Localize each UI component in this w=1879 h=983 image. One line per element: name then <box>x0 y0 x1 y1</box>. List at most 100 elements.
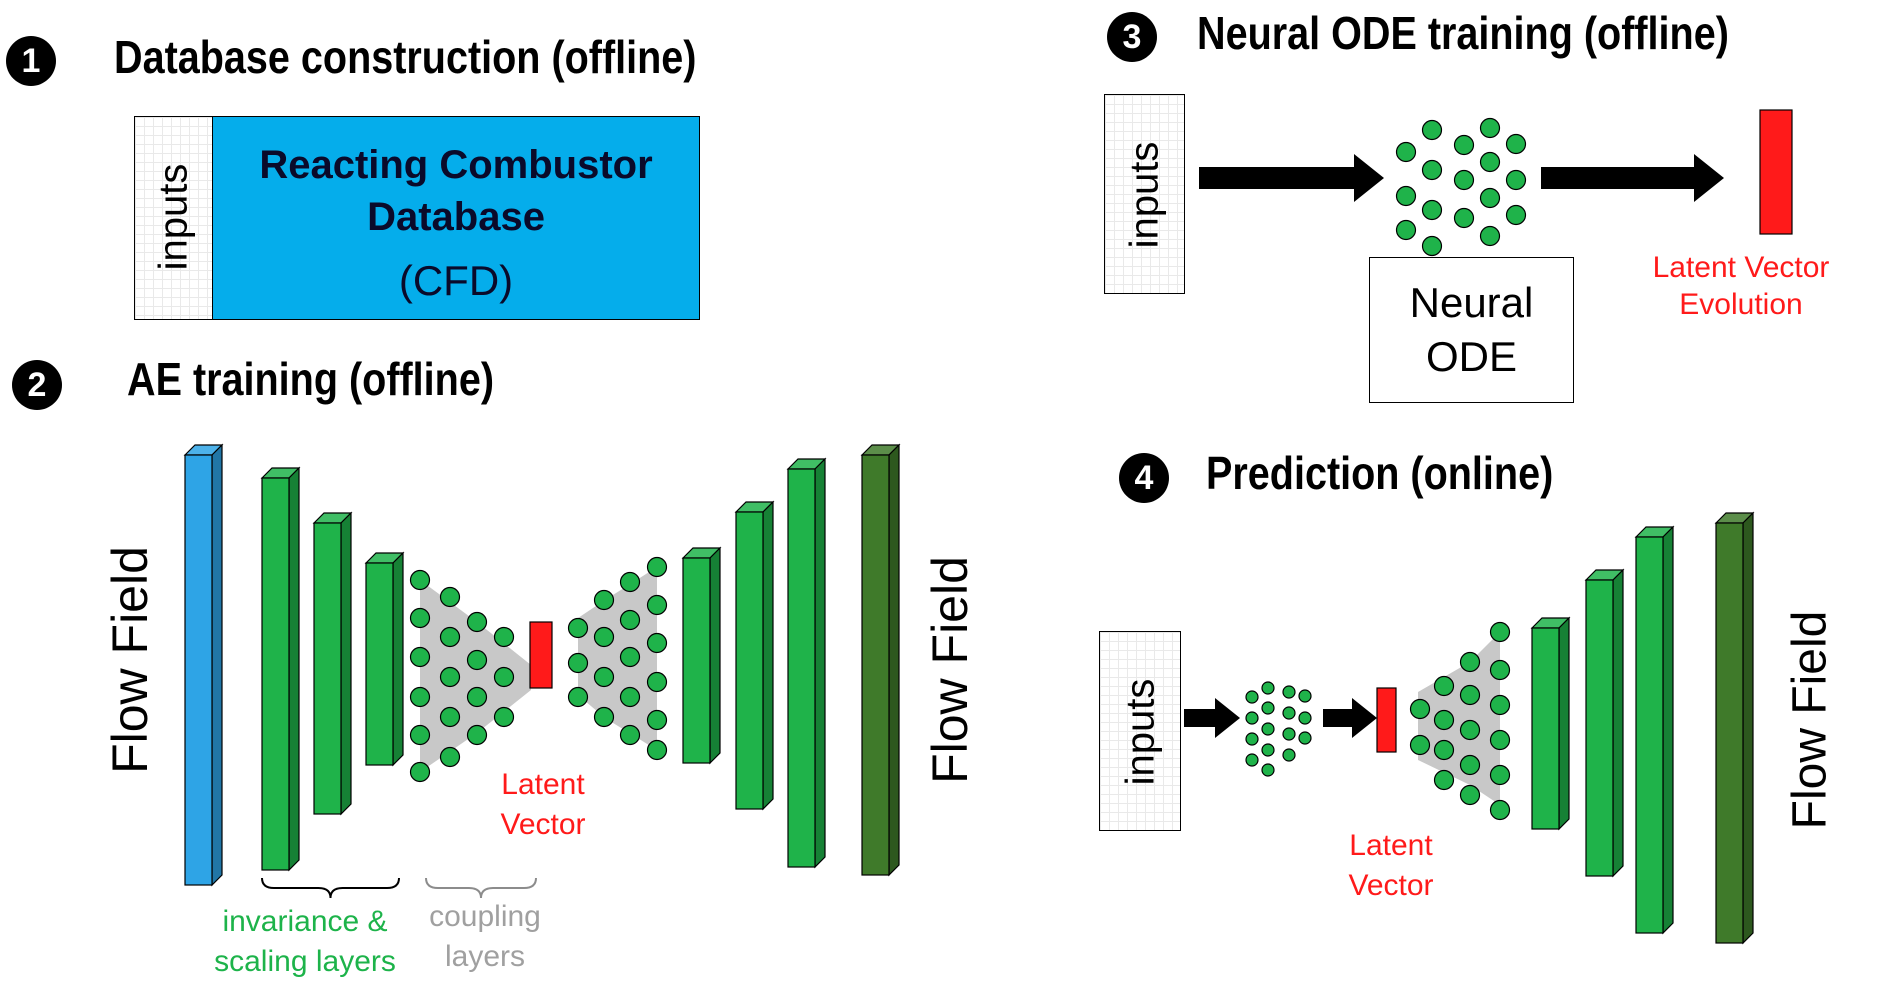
step-4-decoder-layer-1 <box>1531 627 1560 830</box>
step-4-neural-ode-node-3-2 <box>1298 731 1312 745</box>
step-4-neural-ode-node-1-3 <box>1261 743 1275 757</box>
step-3-neural-ode-node-1-2 <box>1421 199 1443 221</box>
step-2-decoder-layer-2-side-face <box>762 500 774 811</box>
step-2-decoder-layer-1-side-face <box>709 546 721 765</box>
step-2-encoder-node-2-1 <box>466 649 488 671</box>
step-4-neural-ode-node-1-1 <box>1261 701 1275 715</box>
step-4-decoder-layer-3-side-face <box>1662 525 1674 935</box>
step-2-decoder-node-3-5 <box>646 739 668 761</box>
step-2-decoder-node-0-0 <box>567 617 589 639</box>
step-4-neural-ode-node-0-2 <box>1245 732 1259 746</box>
step-2-encoder-node-2-0 <box>466 611 488 633</box>
step-2-decoder-node-2-1 <box>619 609 641 631</box>
step-4-decoder-node-2-0 <box>1459 651 1481 673</box>
step-2-encoder-node-3-2 <box>493 706 515 728</box>
invariance-scaling-brace <box>261 877 400 899</box>
step-2-encoder-layer-1 <box>261 477 290 871</box>
step-2-decoder-node-3-0 <box>646 556 668 578</box>
step-4-latent-line-1: Latent <box>1349 829 1433 862</box>
database-sub: (CFD) <box>398 257 514 304</box>
step-4-decoder-node-1-0 <box>1433 675 1455 697</box>
step-4-latent-vector <box>1376 687 1397 753</box>
step-4-neural-ode-node-1-4 <box>1261 763 1275 777</box>
step-2-decoder-node-3-3 <box>646 671 668 693</box>
step-2-encoder-node-1-0 <box>439 586 461 608</box>
step-2-flow-field-output-layer <box>861 454 890 876</box>
step-4-input-arrow-head <box>1215 698 1240 738</box>
step-2-decoder-layer-3-side-face <box>814 457 826 869</box>
step-3-neural-ode-node-2-0 <box>1453 134 1475 156</box>
step-4-decoder-node-2-3 <box>1459 754 1481 776</box>
step-2-encoder-node-1-1 <box>439 626 461 648</box>
step-4-decoder-node-3-0 <box>1489 621 1511 643</box>
step-2-latent-line-2: Vector <box>500 808 586 841</box>
step-4-decoder-node-2-4 <box>1459 784 1481 806</box>
step-2-encoder-node-1-4 <box>439 746 461 768</box>
step-4-decoder-layer-1-side-face <box>1558 616 1570 831</box>
step-2-flow-field-output-layer-side-face <box>888 443 900 877</box>
step-4-decoder-node-1-2 <box>1433 739 1455 761</box>
step-2-decoder-node-2-4 <box>619 724 641 746</box>
reacting-combustor-database-box: Reacting Combustor Database (CFD) <box>212 116 700 320</box>
step-2-encoder-layer-2-side-face <box>340 511 352 816</box>
step-2-decoder-layer-2 <box>735 511 764 810</box>
step-4-decoder-node-3-3 <box>1489 729 1511 751</box>
step-4-decoder-node-3-1 <box>1489 659 1511 681</box>
step-2-encoder-node-0-4 <box>409 724 431 746</box>
step-4-neural-ode-node-2-1 <box>1282 706 1296 720</box>
step-3-neural-ode-node-2-1 <box>1453 169 1475 191</box>
step-2-encoder-node-2-3 <box>466 724 488 746</box>
neural-ode-line-1: Neural <box>1409 279 1534 326</box>
step-2-decoder-node-3-1 <box>646 594 668 616</box>
step-4-neural-ode-node-1-2 <box>1261 722 1275 736</box>
step-3-neural-ode-node-1-1 <box>1421 159 1443 181</box>
step-4-neural-ode-node-3-1 <box>1298 711 1312 725</box>
step-2-decoder-node-1-3 <box>593 706 615 728</box>
coupling-layers-label: coupling layers <box>410 897 560 977</box>
step-4-neural-ode-node-2-2 <box>1282 727 1296 741</box>
step-4-input-arrow-shaft <box>1184 709 1215 727</box>
invariance-line-1: invariance & <box>222 905 388 938</box>
step-2-decoder-node-1-1 <box>593 626 615 648</box>
step-3-neural-ode-node-3-3 <box>1479 225 1501 247</box>
step-3-badge: 3 <box>1107 12 1157 62</box>
step-2-encoder-node-1-2 <box>439 666 461 688</box>
step-3-inputs-box: inputs <box>1104 94 1185 294</box>
step-2-title: AE training (offline) <box>127 353 495 405</box>
step-2-encoder-node-0-2 <box>409 646 431 668</box>
step-3-neural-ode-node-2-2 <box>1453 207 1475 229</box>
step-4-neural-ode-node-0-1 <box>1245 711 1259 725</box>
step-4-decoder-layer-3 <box>1635 536 1664 934</box>
step-4-badge: 4 <box>1119 453 1169 503</box>
step-2-decoder-node-2-3 <box>619 686 641 708</box>
step-4-title: Prediction (online) <box>1206 447 1554 499</box>
step-4-inputs-box: inputs <box>1099 631 1181 831</box>
step-4-neural-ode-node-3-0 <box>1298 689 1312 703</box>
step-4-latent-line-2: Vector <box>1348 869 1434 902</box>
step-2-decoder-node-1-2 <box>593 666 615 688</box>
step-2-flow-field-input-layer <box>184 454 213 886</box>
step-2-encoder-node-0-1 <box>409 607 431 629</box>
step-4-decoder-node-0-1 <box>1409 734 1431 756</box>
step-1-inputs-box: inputs <box>134 116 213 320</box>
step-3-neural-ode-node-0-0 <box>1395 141 1417 163</box>
step-4-latent-arrow-head <box>1352 698 1377 738</box>
step-2-encoder-node-0-5 <box>409 761 431 783</box>
invariance-scaling-layers-label: invariance & scaling layers <box>190 902 420 982</box>
step-2-decoder-coupling-shape <box>578 567 657 750</box>
step-3-input-arrow-head <box>1354 154 1384 202</box>
neural-ode-box: Neural ODE <box>1369 257 1574 403</box>
coupling-brace <box>425 877 537 899</box>
evolution-line-1: Latent Vector <box>1652 251 1830 284</box>
step-4-decoder-node-2-2 <box>1459 719 1481 741</box>
coupling-line-2: layers <box>444 940 526 973</box>
step-2-decoder-node-3-4 <box>646 709 668 731</box>
latent-vector-evolution-label: Latent Vector Evolution <box>1606 249 1876 323</box>
step-2-decoder-node-2-0 <box>619 571 641 593</box>
step-2-decoder-layer-1 <box>682 557 711 764</box>
step-4-flow-field-output-layer-side-face <box>1742 511 1754 945</box>
step-2-latent-line-1: Latent <box>501 768 585 801</box>
step-2-encoder-layer-3-side-face <box>392 551 404 767</box>
step-4-neural-ode-node-2-0 <box>1282 685 1296 699</box>
step-3-input-arrow-shaft <box>1199 167 1354 189</box>
